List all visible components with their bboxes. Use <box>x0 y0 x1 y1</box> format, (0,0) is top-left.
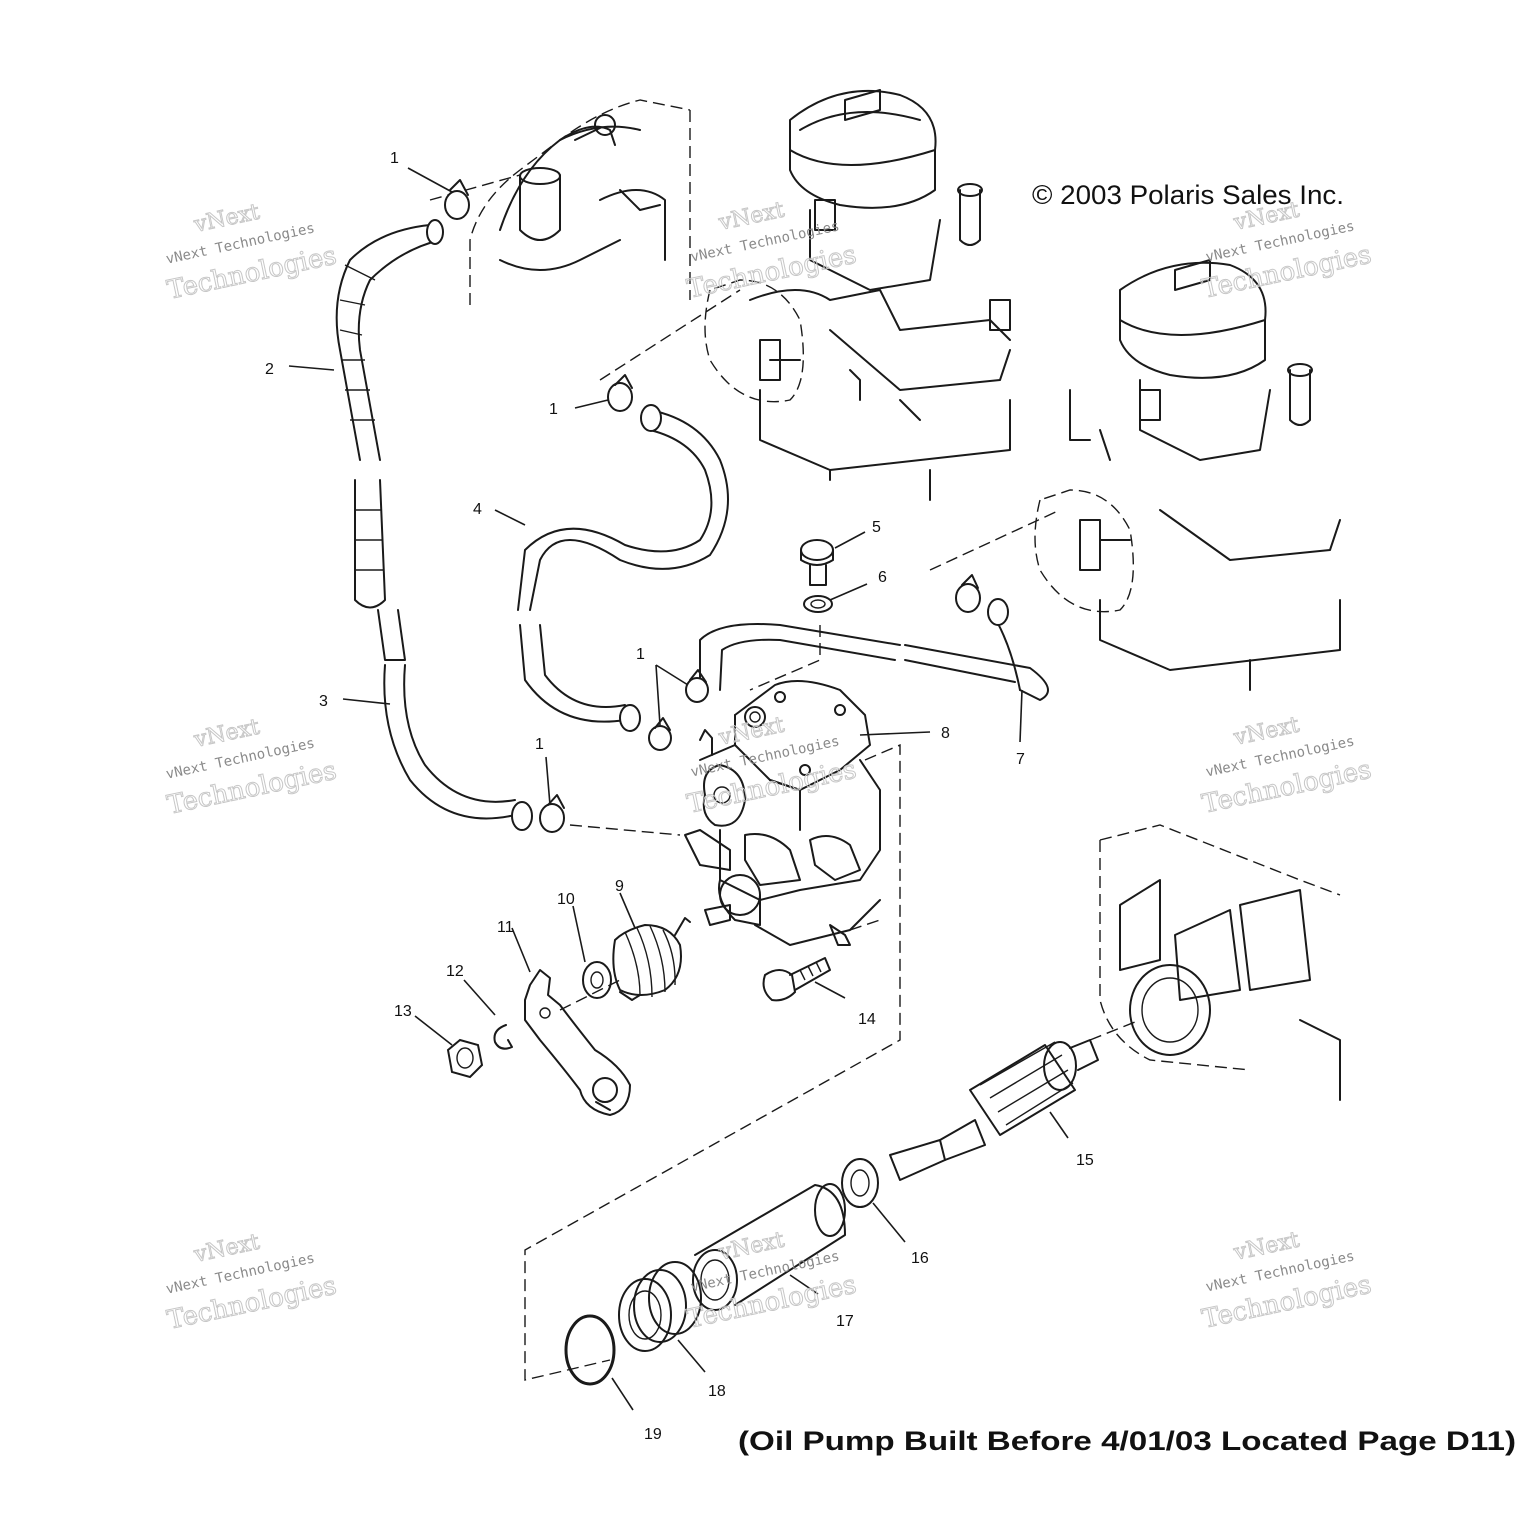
thrust-washer-16 <box>841 1158 879 1208</box>
callout-16: 16 <box>911 1250 929 1267</box>
banjo-bolt-5 <box>800 539 834 586</box>
watermark-top-left: vNext vNext Technologies Technologies <box>164 199 340 306</box>
leader-lines <box>288 167 1069 1411</box>
callout-7: 7 <box>1016 751 1025 768</box>
callout-1a: 1 <box>390 150 399 167</box>
svg-text:vNext: vNext <box>191 200 262 238</box>
carburetor-front <box>599 89 1011 501</box>
footer-note: (Oil Pump Built Before 4/01/03 Located P… <box>738 1426 1516 1456</box>
callout-18: 18 <box>708 1383 726 1400</box>
hose-3 <box>383 664 533 831</box>
sealing-washer-6 <box>803 595 833 613</box>
callout-11: 11 <box>497 919 514 936</box>
carburetor-rear <box>929 259 1341 691</box>
callout-13: 13 <box>394 1003 412 1020</box>
hose-clamp-b <box>607 374 633 412</box>
e-clip-12 <box>493 1024 513 1050</box>
callout-1c: 1 <box>636 646 645 663</box>
callout-10: 10 <box>557 891 575 908</box>
callout-labels: 1 1 1 1 2 3 4 5 6 7 8 9 10 11 12 13 14 1… <box>265 150 1094 1443</box>
hose-clamp-e <box>955 574 981 613</box>
callout-3: 3 <box>319 693 328 710</box>
callout-14: 14 <box>858 1011 876 1028</box>
pump-drive-shaft-15 <box>889 1039 1099 1181</box>
torsion-spring-9 <box>612 917 691 1001</box>
callout-15: 15 <box>1076 1152 1094 1169</box>
oil-pump-8 <box>684 680 881 946</box>
copyright-notice: © 2003 Polaris Sales Inc. <box>1032 180 1344 210</box>
callout-8: 8 <box>941 725 950 742</box>
svg-text:vNext: vNext <box>1231 1228 1302 1266</box>
watermark-bottom-left: vNext vNext Technologies Technologies <box>164 1229 340 1336</box>
svg-text:vNext: vNext <box>1231 713 1302 751</box>
hose-4 <box>517 404 729 732</box>
svg-text:vNext: vNext <box>716 198 787 236</box>
callout-12: 12 <box>446 963 464 980</box>
callout-17: 17 <box>836 1313 854 1330</box>
watermark-bottom-right: vNext vNext Technologies Technologies <box>1199 1227 1375 1335</box>
hose-clamp-d <box>539 794 565 833</box>
watermark-mid-left: vNext vNext Technologies Technologies <box>164 714 340 821</box>
callout-19: 19 <box>644 1426 662 1443</box>
callout-5: 5 <box>872 519 881 536</box>
hose-clamp-c <box>648 669 709 751</box>
watermark-mid-right: vNext vNext Technologies Technologies <box>1199 712 1375 820</box>
mounting-screw-14 <box>762 957 831 1002</box>
svg-text:vNext: vNext <box>191 715 262 753</box>
shaft-housing-17 <box>692 1183 846 1311</box>
hose-7 <box>699 598 1049 701</box>
callout-6: 6 <box>878 569 887 586</box>
svg-text:vNext: vNext <box>191 1230 262 1268</box>
nut-13 <box>446 1038 484 1079</box>
spring-18 <box>618 1261 702 1352</box>
pump-lever-11 <box>524 969 631 1116</box>
callout-9: 9 <box>615 878 624 895</box>
svg-text:vNext: vNext <box>716 1228 787 1266</box>
callout-1d: 1 <box>535 736 544 753</box>
crankcase-lower <box>1089 824 1341 1101</box>
engine-case-top <box>429 99 691 305</box>
callout-2: 2 <box>265 361 274 378</box>
hose-clamp-a <box>444 179 470 220</box>
hose-2-ribbed <box>335 219 444 661</box>
callout-1b: 1 <box>549 401 558 418</box>
callout-4: 4 <box>473 501 482 518</box>
svg-text:vNext: vNext <box>716 713 787 751</box>
washer-10 <box>582 961 612 999</box>
o-ring-19 <box>564 1314 616 1386</box>
